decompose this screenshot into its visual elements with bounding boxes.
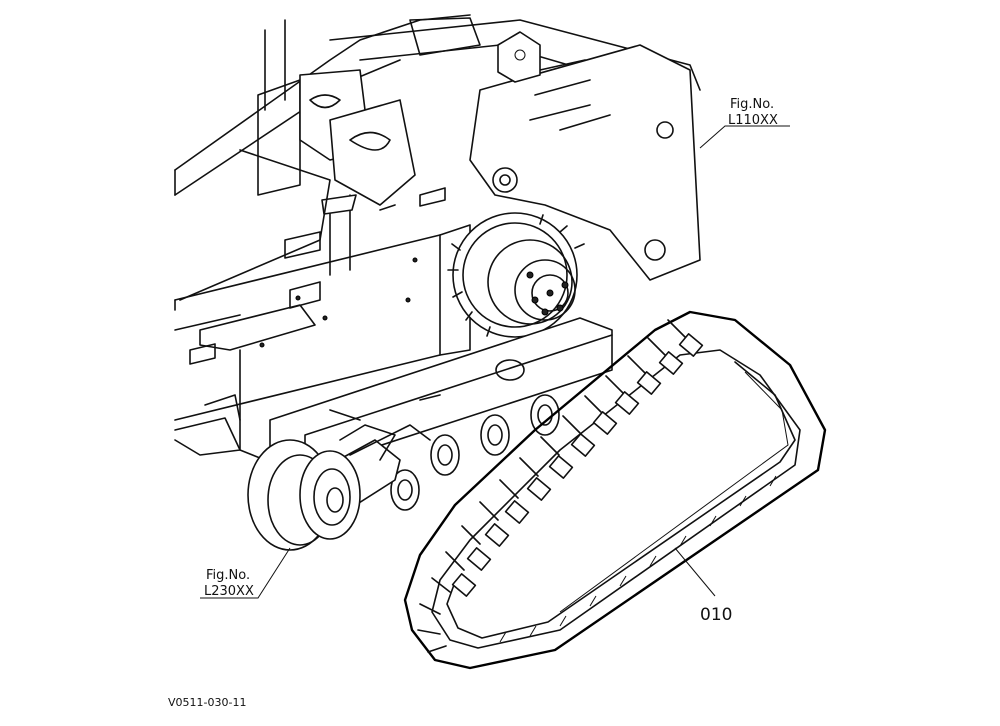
callout-roller-ref: Fig.No. L230XX [204,568,254,599]
drive-sprocket [447,212,585,338]
roller-ref-line1: Fig.No. [206,568,250,583]
frame-ref-line1: Fig.No. [730,97,774,112]
leader-lines [200,125,790,599]
bottom-rollers [390,394,560,511]
callout-frame-ref: Fig.No. L110XX [728,97,778,128]
machine-frame [174,14,701,461]
roller-ref-line2: L230XX [204,584,254,599]
frame-ref-line2: L110XX [728,113,778,128]
track-part-number: 010 [700,605,732,625]
drawing-code: V0511-030-11 [168,696,246,709]
rubber-track [403,310,827,670]
front-idler [247,424,431,551]
